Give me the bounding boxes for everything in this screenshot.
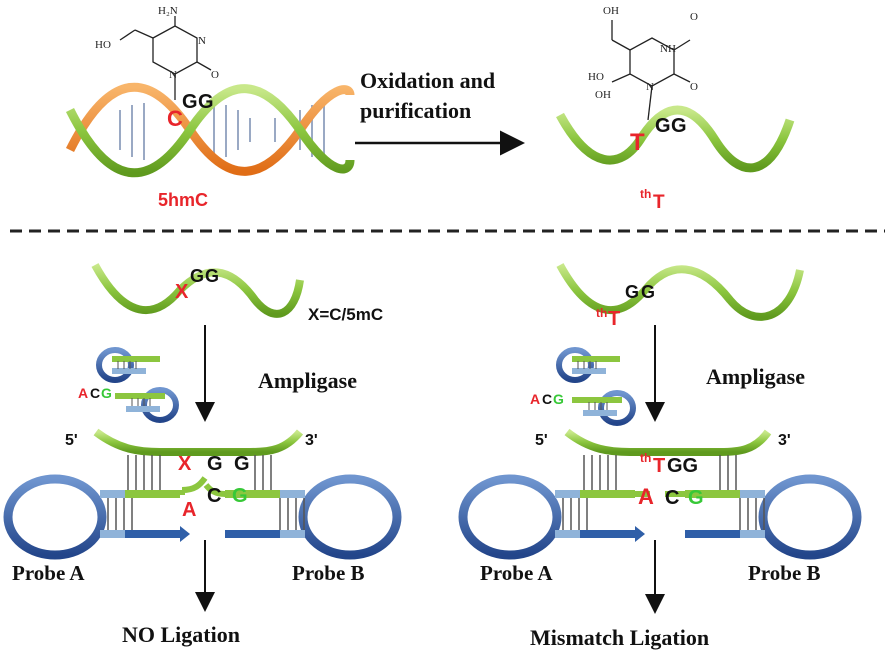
template-x: X bbox=[175, 281, 189, 303]
probe-a-label: Probe A bbox=[480, 561, 553, 585]
duplex-bottom-a: A bbox=[638, 484, 654, 509]
duplex-top-sup: th bbox=[640, 451, 651, 465]
probe-a-hairpin bbox=[458, 455, 650, 560]
base-g: G bbox=[655, 115, 671, 137]
duplex-bottom-c: C bbox=[207, 485, 221, 507]
small-probe-c-base: C bbox=[90, 385, 100, 401]
duplex-top-g: G bbox=[234, 453, 250, 475]
label-5prime: 5' bbox=[535, 432, 548, 449]
duplex-bottom-g: G bbox=[688, 487, 704, 509]
template-g: G bbox=[190, 266, 204, 286]
atom-o2: O bbox=[690, 81, 698, 93]
duplex-top-g: G bbox=[207, 453, 223, 475]
left-molecule-5hmc bbox=[119, 16, 212, 100]
label-3prime: 3' bbox=[778, 432, 791, 449]
base-c-red: C bbox=[167, 106, 183, 131]
duplex-bottom-a: A bbox=[182, 499, 196, 521]
small-probe-a-base: A bbox=[530, 391, 540, 407]
small-probe-a-base: A bbox=[78, 385, 88, 401]
template-tht-sup: th bbox=[596, 306, 607, 320]
result-label: Mismatch Ligation bbox=[530, 625, 709, 650]
probe-b-label: Probe B bbox=[292, 561, 365, 585]
atom-n: N bbox=[198, 35, 206, 47]
small-probe-b bbox=[115, 387, 179, 423]
atom-oh2: OH bbox=[595, 89, 611, 101]
probe-b-label: Probe B bbox=[748, 561, 821, 585]
duplex-template-strand bbox=[564, 428, 772, 456]
atom-nh2: H₂N bbox=[158, 5, 178, 17]
atom-o: O bbox=[690, 11, 698, 23]
base-g: G bbox=[182, 91, 198, 113]
duplex-top-x: X bbox=[178, 453, 192, 475]
label-5hmc: 5hmC bbox=[158, 190, 208, 210]
atom-o: O bbox=[211, 69, 219, 81]
probe-b-hairpin bbox=[665, 455, 862, 560]
left-strand-bases: C G G bbox=[167, 91, 214, 131]
small-probe-a bbox=[556, 347, 620, 383]
bottom-left-panel: X G G X=C/5mC A C G Ampligase 5' 3' bbox=[3, 263, 402, 647]
template-strand bbox=[556, 263, 804, 321]
probe-a-hairpin bbox=[3, 455, 208, 560]
small-probe-a bbox=[96, 347, 160, 383]
atom-oh: OH bbox=[603, 5, 619, 17]
template-tht-base: T bbox=[608, 308, 620, 330]
label-tht: th T bbox=[640, 187, 665, 213]
label-tht-sup: th bbox=[640, 187, 651, 201]
label-3prime: 3' bbox=[305, 432, 318, 449]
enzyme-label: Ampligase bbox=[258, 368, 357, 393]
small-probe-g-base: G bbox=[101, 385, 112, 401]
legend-x: X=C/5mC bbox=[308, 305, 383, 324]
probe-a-label: Probe A bbox=[12, 561, 85, 585]
duplex-bottom-g: G bbox=[232, 485, 248, 507]
template-g: G bbox=[625, 282, 639, 302]
template-g: G bbox=[205, 266, 219, 286]
atom-ho: HO bbox=[588, 71, 604, 83]
right-single-strand bbox=[556, 105, 795, 173]
duplex-top-gg: GG bbox=[667, 455, 698, 477]
result-label: NO Ligation bbox=[122, 622, 240, 647]
bottom-right-panel: th T G G A C G Ampligase 5' 3' bbox=[458, 263, 862, 650]
small-probe-b bbox=[572, 390, 636, 426]
atom-ho: HO bbox=[95, 39, 111, 51]
reaction-label-line1: Oxidation and bbox=[360, 68, 495, 93]
small-probe-g-base: G bbox=[553, 391, 564, 407]
duplex-template-strand bbox=[93, 428, 304, 456]
enzyme-label: Ampligase bbox=[706, 364, 805, 389]
template-g: G bbox=[641, 282, 655, 302]
base-g: G bbox=[671, 115, 687, 137]
atom-n: N bbox=[646, 81, 654, 93]
label-tht-base: T bbox=[653, 192, 665, 213]
base-t-red: T bbox=[630, 129, 645, 156]
reaction-label-line2: purification bbox=[360, 98, 471, 123]
atom-nh: NH bbox=[660, 43, 676, 55]
duplex-bottom-c: C bbox=[665, 487, 679, 509]
duplex-top-t: T bbox=[653, 455, 665, 477]
right-molecule-tht bbox=[611, 20, 691, 121]
probe-b-hairpin bbox=[203, 455, 402, 560]
base-g: G bbox=[198, 91, 214, 113]
right-strand-bases: T G G bbox=[630, 115, 687, 156]
atom-n2: N bbox=[169, 69, 177, 81]
small-probe-c-base: C bbox=[542, 391, 552, 407]
template-strand bbox=[91, 263, 304, 318]
label-5prime: 5' bbox=[65, 432, 78, 449]
left-double-helix bbox=[65, 82, 355, 178]
